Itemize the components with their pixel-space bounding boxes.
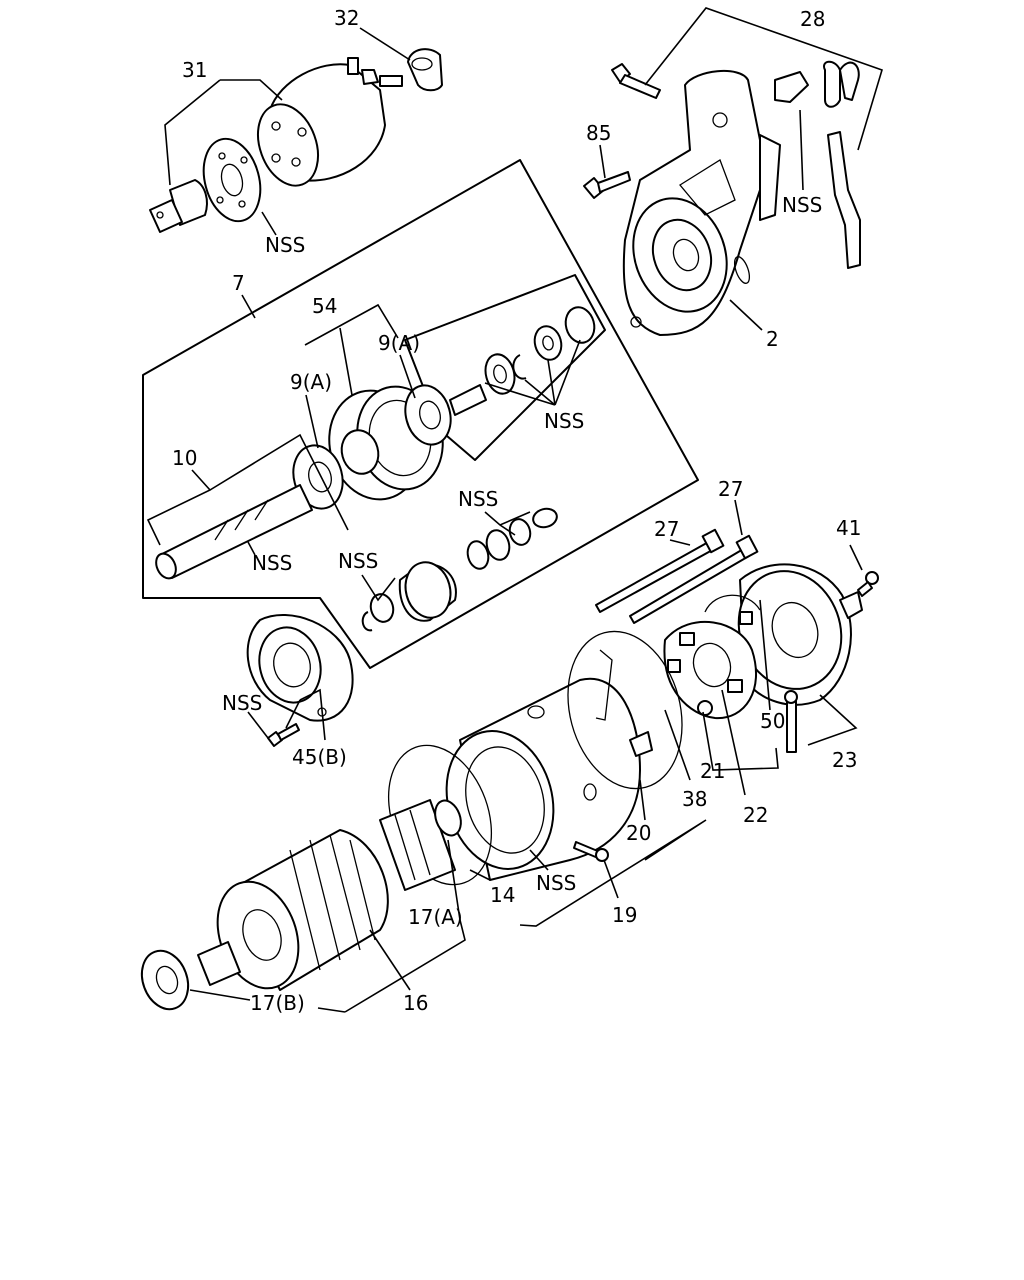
leader-lines: [146, 7, 883, 1013]
brush-holder-part-22[interactable]: [663, 594, 761, 720]
shaft-spacers: [449, 306, 596, 416]
drive-lever-part-28[interactable]: [774, 60, 861, 269]
screw-part-19: [573, 841, 609, 862]
callout-nss-yoke: NSS: [536, 871, 576, 895]
group-outline-part-7: [142, 159, 699, 669]
callout-85: 85: [586, 121, 611, 145]
pinion-shaft-part-10[interactable]: [152, 484, 313, 582]
callout-nss-31: NSS: [265, 233, 305, 257]
callout-38: 38: [682, 787, 707, 811]
callout-32: 32: [334, 6, 359, 30]
bearing-part-9a-left[interactable]: [287, 440, 350, 514]
callout-17a: 17(A): [408, 905, 463, 929]
callout-nss-45: NSS: [222, 691, 262, 715]
callout-16: 16: [403, 991, 428, 1015]
callout-41: 41: [836, 516, 861, 540]
callout-nss-shaft: NSS: [252, 551, 292, 575]
gasket-plate: [202, 137, 262, 223]
callout-labels: 32 31 NSS 28 85 NSS 2 7 54 9(A) 9(A) NSS…: [172, 6, 861, 1015]
rear-cover-part-23[interactable]: [722, 557, 863, 706]
gasket-ring-part-38: [567, 630, 683, 790]
callout-50: 50: [760, 709, 785, 733]
callout-28: 28: [800, 7, 825, 31]
solenoid-switch-part-31[interactable]: [247, 57, 403, 194]
bearing-part-9a-right[interactable]: [399, 380, 457, 449]
center-bracket-part-45b[interactable]: [246, 614, 354, 722]
bolt-part-28: [611, 63, 661, 99]
pinion-clutch: [361, 507, 558, 632]
callout-14: 14: [490, 883, 515, 907]
callout-23: 23: [832, 748, 857, 772]
callout-nss-gears: NSS: [458, 487, 498, 511]
bolt-part-50: [784, 690, 798, 753]
callout-7: 7: [232, 271, 245, 295]
callout-nss-bearings: NSS: [544, 409, 584, 433]
callout-22: 22: [743, 803, 768, 827]
callout-20: 20: [626, 821, 651, 845]
armature-part-16[interactable]: [197, 797, 465, 1000]
callout-21: 21: [700, 759, 725, 783]
bolt-part-85: [583, 171, 631, 199]
plunger: [149, 179, 208, 233]
through-bolt-part-27-b[interactable]: [629, 534, 759, 624]
callout-54: 54: [312, 294, 337, 318]
callout-17b: 17(B): [250, 991, 305, 1015]
callout-nss-28: NSS: [782, 193, 822, 217]
callout-10: 10: [172, 446, 197, 470]
through-bolt-part-27-a[interactable]: [595, 528, 725, 613]
callout-31: 31: [182, 58, 207, 82]
boot-part-32[interactable]: [407, 48, 443, 92]
screw-part-21: [697, 700, 713, 716]
callout-45b: 45(B): [292, 745, 347, 769]
callout-2: 2: [766, 327, 779, 351]
callout-9a-left: 9(A): [290, 370, 332, 394]
screw-part-41: [857, 571, 879, 597]
callout-9a-top: 9(A): [378, 331, 420, 355]
screw-nss-45b: [267, 723, 300, 747]
callout-27-mid: 27: [654, 517, 679, 541]
bearing-part-17b[interactable]: [134, 944, 196, 1015]
callout-19: 19: [612, 903, 637, 927]
callout-nss-clip: NSS: [338, 549, 378, 573]
drive-housing-part-2[interactable]: [618, 69, 781, 336]
callout-27-top: 27: [718, 477, 743, 501]
yoke-field-coil-part-20[interactable]: [432, 649, 653, 881]
